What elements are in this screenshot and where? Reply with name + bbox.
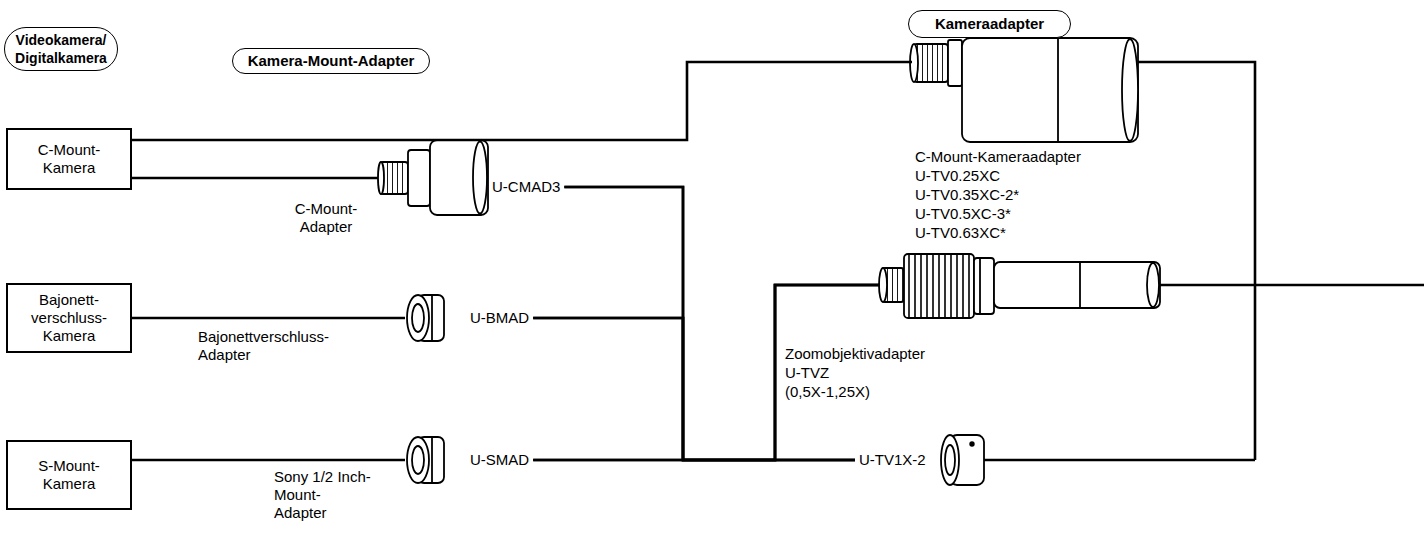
- sony-mount-adapter-picture: [407, 437, 444, 483]
- connector-line: [533, 459, 855, 462]
- connector-line: [132, 177, 378, 180]
- camera-adapter: C-Mount-KameraadapterU-TV0.25XCU-TV0.35X…: [912, 38, 1140, 142]
- part-label: U-TV0.63XC*: [915, 224, 1006, 242]
- camera-box: Bajonett- verschluss- Kamera: [6, 283, 132, 353]
- part-label: C-Mount- Adapter: [280, 200, 372, 236]
- zoom-adapter: ZoomobjektivadapterU-TVZ(0,5X-1,25X): [880, 250, 1160, 322]
- header-pill: Kameraadapter: [908, 10, 1071, 38]
- part-label: U-CMAD3: [492, 178, 560, 196]
- connector-line: [564, 187, 855, 460]
- mount-adapter: Sony 1/2 Inch- Mount- AdapterU-SMAD: [405, 435, 533, 485]
- camera-box: C-Mount- Kamera: [6, 128, 132, 190]
- part-label: U-TV0.25XC: [915, 167, 1000, 185]
- box-label: Videokamera/ Digitalkamera: [15, 31, 107, 67]
- part-label: U-TVZ: [785, 364, 829, 382]
- part-label: U-SMAD: [470, 451, 529, 469]
- zoom-adapter-picture: [879, 254, 1160, 318]
- part-label: C-Mount-Kameraadapter: [915, 148, 1081, 166]
- part-label: U-BMAD: [470, 309, 529, 327]
- part-label: Bajonettverschluss- Adapter: [198, 328, 329, 364]
- mount-adapter: C-Mount- AdapterU-CMAD3: [378, 140, 564, 215]
- mount-adapter: Bajonettverschluss- AdapterU-BMAD: [405, 293, 533, 343]
- connector-line: [564, 187, 880, 460]
- tv1x-adapter-picture: [941, 435, 984, 485]
- box-label: S-Mount- Kamera: [38, 457, 100, 493]
- connector-line: [533, 285, 880, 460]
- camera-adapter: U-TV1X-2: [855, 432, 985, 488]
- bayonet-adapter-picture: [407, 295, 444, 341]
- connector-line: [533, 285, 880, 460]
- part-label: (0,5X-1,25X): [785, 383, 870, 401]
- c-mount-camera-adapter-picture: [910, 38, 1138, 142]
- part-label: U-TV1X-2: [859, 451, 926, 469]
- c-mount-adapter-picture: [378, 140, 488, 215]
- box-label: Kameraadapter: [935, 15, 1044, 33]
- camera-box: S-Mount- Kamera: [6, 440, 132, 510]
- connector-line: [132, 317, 405, 320]
- output-wire: [984, 62, 1424, 460]
- header-pill: Kamera-Mount-Adapter: [232, 48, 430, 74]
- part-label: U-TV0.35XC-2*: [915, 186, 1019, 204]
- part-label: Zoomobjektivadapter: [785, 345, 925, 363]
- header-pill: Videokamera/ Digitalkamera: [4, 27, 118, 71]
- connector-line: [132, 459, 405, 462]
- box-label: Kamera-Mount-Adapter: [248, 52, 415, 70]
- box-label: Bajonett- verschluss- Kamera: [31, 291, 107, 345]
- part-label: Sony 1/2 Inch- Mount- Adapter: [274, 468, 371, 522]
- box-label: C-Mount- Kamera: [38, 141, 101, 177]
- part-label: U-TV0.5XC-3*: [915, 205, 1011, 223]
